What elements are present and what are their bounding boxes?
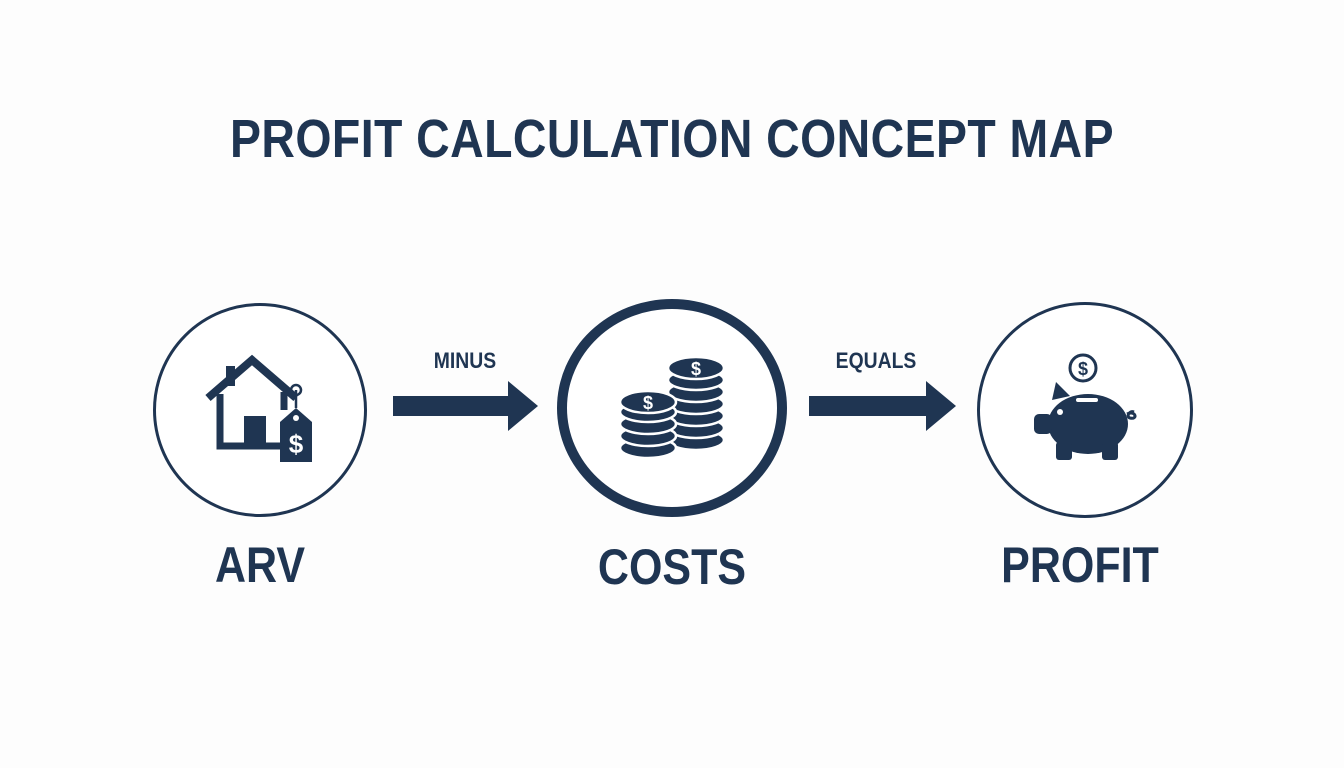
arv-node-circle bbox=[153, 303, 367, 517]
piggy-bank-icon: $ bbox=[1034, 353, 1137, 460]
svg-text:$: $ bbox=[1078, 359, 1088, 379]
arv-label: ARV bbox=[214, 537, 306, 593]
coin-stacks-icon: $ $ bbox=[618, 355, 726, 460]
svg-text:$: $ bbox=[289, 429, 304, 459]
costs-label: COSTS bbox=[597, 539, 747, 595]
minus-arrow bbox=[393, 381, 538, 431]
page-title: PROFIT CALCULATION CONCEPT MAP bbox=[229, 109, 1115, 169]
svg-text:$: $ bbox=[643, 393, 653, 413]
svg-text:$: $ bbox=[691, 359, 701, 379]
equals-arrow bbox=[809, 381, 956, 431]
house-price-tag-icon: $ bbox=[205, 354, 312, 462]
equals-label: EQUALS bbox=[835, 348, 917, 373]
profit-label: PROFIT bbox=[1001, 537, 1159, 593]
minus-label: MINUS bbox=[433, 348, 497, 373]
